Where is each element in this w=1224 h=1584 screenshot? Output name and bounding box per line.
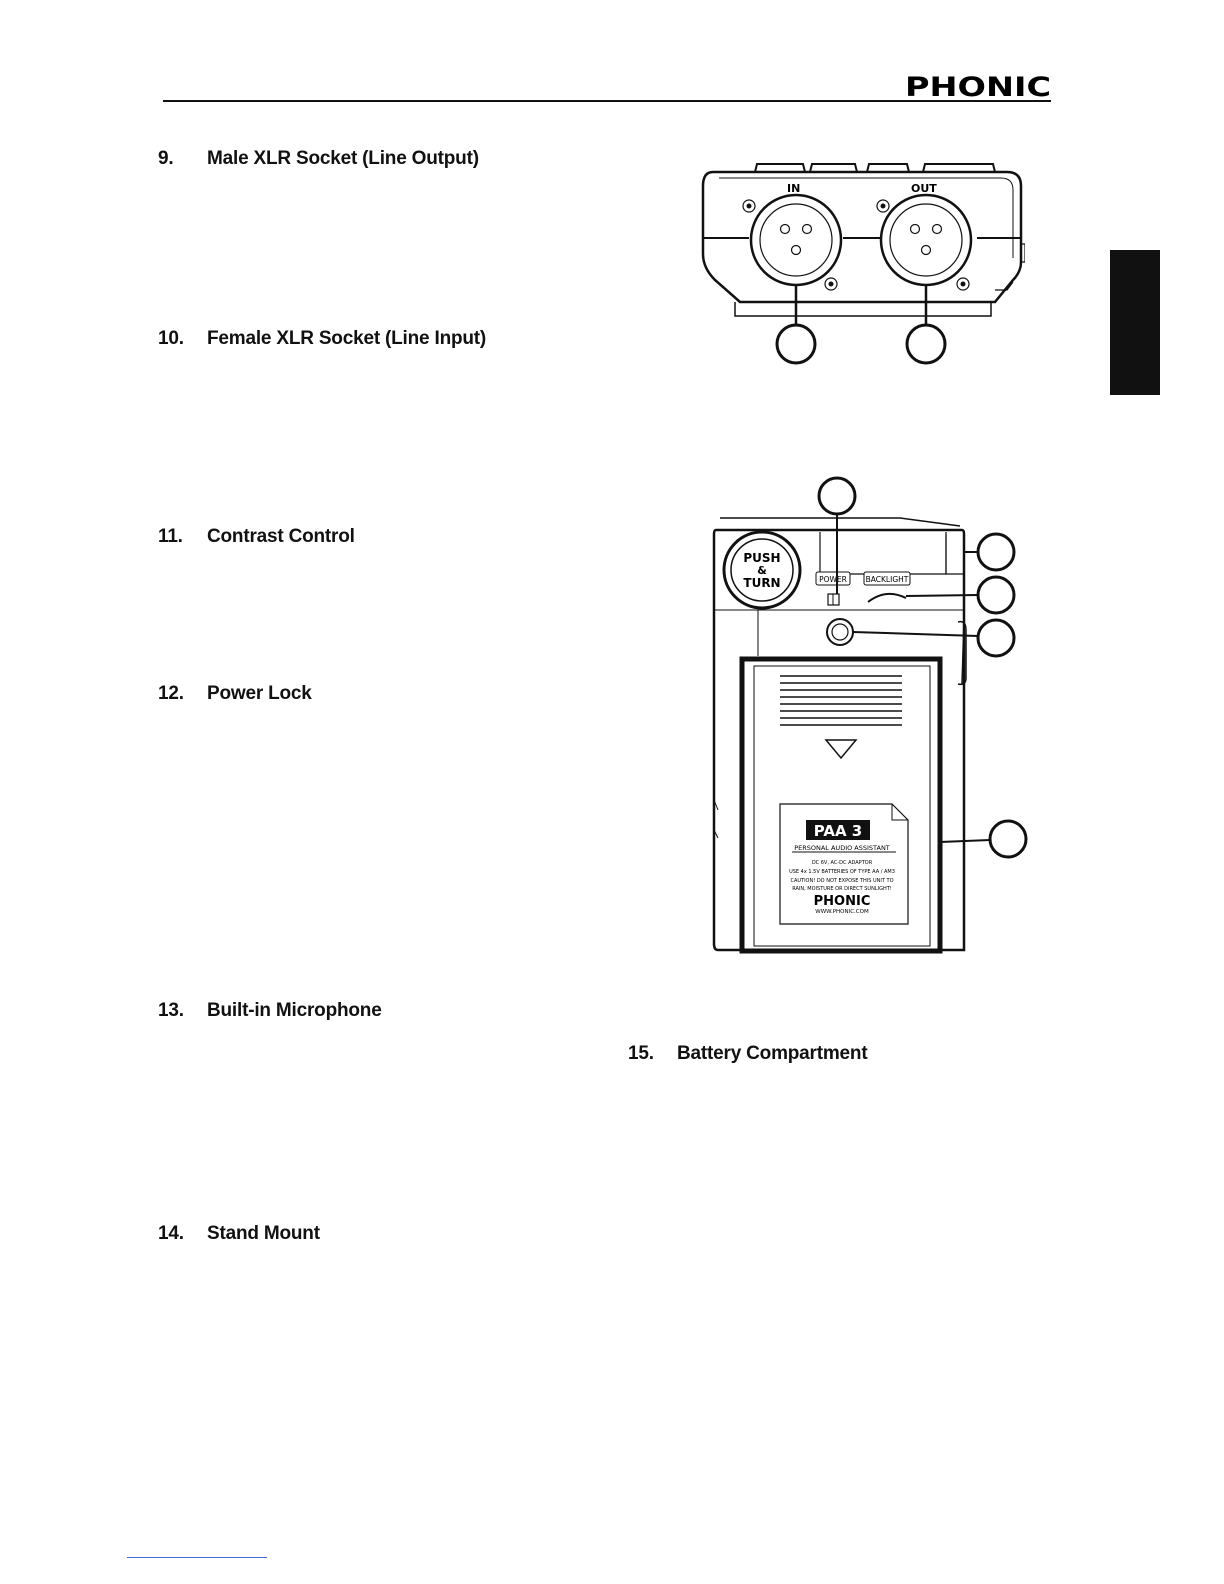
triangle-arrow-icon [824,739,858,760]
contrast-wheel [867,592,907,603]
footer-link-underline [127,1557,267,1558]
rear-view-figure: PUSH & TURN POWER BACKLIGHT PAA 3 PERSON… [712,476,1028,954]
sticker-text: RAIN, MOISTURE OR DIRECT SUNLIGHT! [792,886,892,892]
battery-compartment-outline [739,656,943,954]
in-label: IN [787,182,800,195]
callout-circle [976,532,1016,572]
item-title: Battery Compartment [677,1043,868,1064]
backlight-label: BACKLIGHT [866,575,909,584]
callout-circle [976,575,1016,615]
item-title: Female XLR Socket (Line Input) [207,328,487,349]
stand-mount [826,618,854,646]
xlr-panel-figure: IN OUT [701,163,1025,365]
out-label: OUT [911,182,937,195]
item-number: 9. [158,148,174,169]
knob-text: & [757,564,767,577]
item-title: Male XLR Socket (Line Output) [207,148,479,169]
item-number: 10. [158,328,184,349]
item-title: Power Lock [207,683,312,704]
sticker-brand: PHONIC [814,894,871,909]
sticker-text: DC 6V, AC-DC ADAPTOR [812,860,873,866]
item-title: Contrast Control [207,526,355,547]
knob-text: TURN [743,576,780,590]
sticker-subtitle: PERSONAL AUDIO ASSISTANT [794,844,890,852]
item-number: 12. [158,683,184,704]
section-tab-marker [1110,250,1160,395]
callout-circle [988,819,1028,859]
knob-text: PUSH [743,551,780,565]
callout-circle [817,476,857,516]
phonic-logo: PHONIC [905,72,1051,100]
xlr-out-socket [876,193,973,291]
sticker-text: USE 4x 1.5V BATTERIES OF TYPE AA / AM3 [789,869,895,875]
callout-circle [976,618,1016,658]
callout-circle [905,323,947,365]
product-sticker: PAA 3 PERSONAL AUDIO ASSISTANT DC 6V, AC… [779,803,909,925]
item-number: 11. [158,526,183,547]
item-title: Stand Mount [207,1223,320,1244]
item-number: 13. [158,1000,184,1021]
sticker-url: WWW.PHONIC.COM [815,909,869,915]
header-rule [163,100,1051,102]
sticker-text: CAUTION! DO NOT EXPOSE THIS UNIT TO [790,878,893,884]
sticker-logo: PAA 3 [814,822,863,840]
callout-circle [775,323,817,365]
item-title: Built-in Microphone [207,1000,382,1021]
power-label: POWER [819,575,847,584]
item-number: 14. [158,1223,184,1244]
push-turn-knob: PUSH & TURN [722,530,802,610]
brand-text: PHONIC [905,72,1051,100]
item-number: 15. [628,1043,654,1064]
